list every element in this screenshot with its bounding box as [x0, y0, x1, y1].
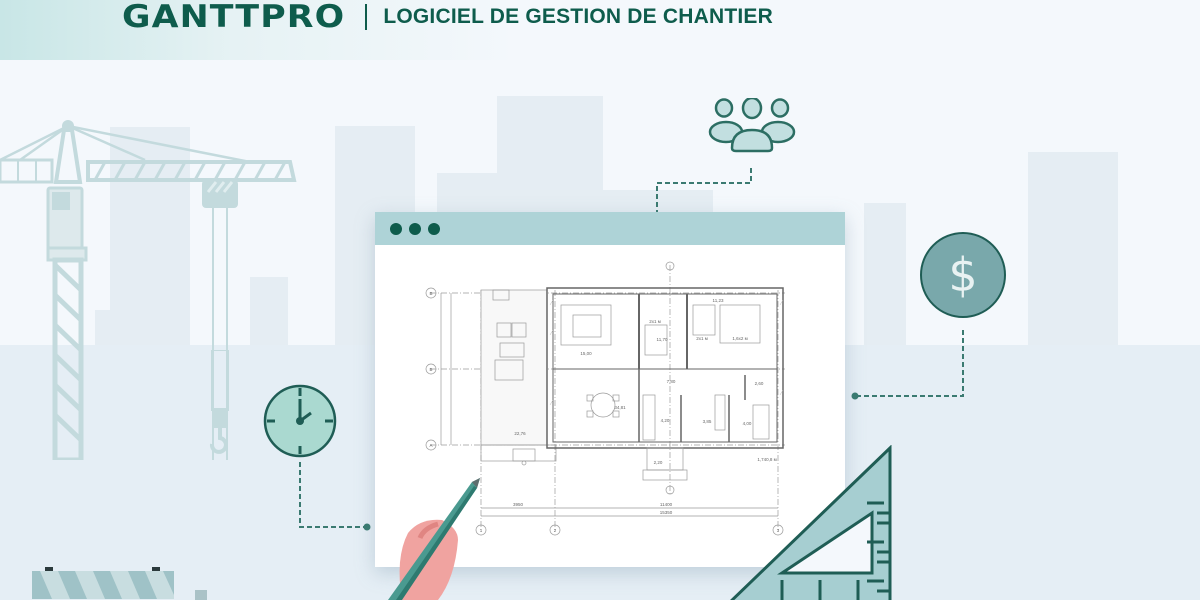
crane-hook-icon	[209, 350, 229, 454]
dollar-icon: $	[920, 232, 1006, 318]
room-area: 3,85	[703, 419, 712, 424]
room-area: 2,60	[755, 381, 764, 386]
room-area: 2,20	[654, 460, 663, 465]
axis-label: 1	[480, 528, 483, 533]
skyline-building	[1028, 152, 1118, 352]
floorplan-window: B Б A 1 2 3 3950 11400 15350 15,00 11,70…	[375, 212, 845, 567]
window-dot[interactable]	[390, 222, 402, 235]
floorplan: B Б A 1 2 3 3950 11400 15350 15,00 11,70…	[425, 261, 785, 536]
header-divider	[365, 4, 368, 30]
furniture-label: 1,6x2 м	[732, 336, 747, 341]
skyline-building	[95, 310, 135, 350]
room-area: 34,81	[614, 405, 626, 410]
header-glow	[0, 0, 520, 60]
axis-label: A	[429, 443, 432, 448]
furniture-label: 2x1 м	[649, 319, 661, 324]
skyline-building	[864, 203, 906, 353]
window-dot[interactable]	[409, 222, 421, 235]
room-area: 4,20	[661, 418, 670, 423]
room-area: 22,76	[514, 431, 526, 436]
dimension-label: 11400	[660, 502, 673, 507]
room-area: 11,23	[713, 298, 724, 303]
axis-label: Б	[430, 367, 433, 372]
axis-label: 3	[777, 528, 780, 533]
crane-icon	[0, 120, 297, 460]
dollar-connector	[851, 330, 964, 400]
room-area: 11,70	[657, 337, 668, 342]
barrier-icon	[32, 567, 207, 600]
axis-label: 2	[554, 528, 557, 533]
dollar-symbol: $	[948, 248, 978, 302]
clock-icon	[263, 384, 337, 458]
window-dot[interactable]	[428, 222, 440, 235]
furniture-label: 1,740,8 м	[757, 457, 776, 462]
page-title: LOGICIEL DE GESTION DE CHANTIER	[383, 5, 774, 28]
room-area: 7,80	[667, 379, 676, 384]
furniture-label: 2x1 м	[696, 336, 708, 341]
dimension-label: 15350	[660, 510, 673, 515]
clock-connector	[299, 462, 371, 531]
skyline-building	[250, 277, 288, 347]
dimension-label: 3950	[513, 502, 524, 507]
team-icon	[708, 98, 796, 153]
pencil-icon	[388, 478, 480, 600]
brand-logo: GANTTPRO	[122, 0, 346, 35]
axis-label: B	[429, 291, 432, 296]
header: GANTTPRO LOGICIEL DE GESTION DE CHANTIER	[122, 0, 774, 35]
room-area: 15,00	[580, 351, 592, 356]
window-titlebar	[375, 212, 845, 245]
set-square-icon	[730, 445, 892, 600]
room-area: 4,00	[743, 421, 752, 426]
